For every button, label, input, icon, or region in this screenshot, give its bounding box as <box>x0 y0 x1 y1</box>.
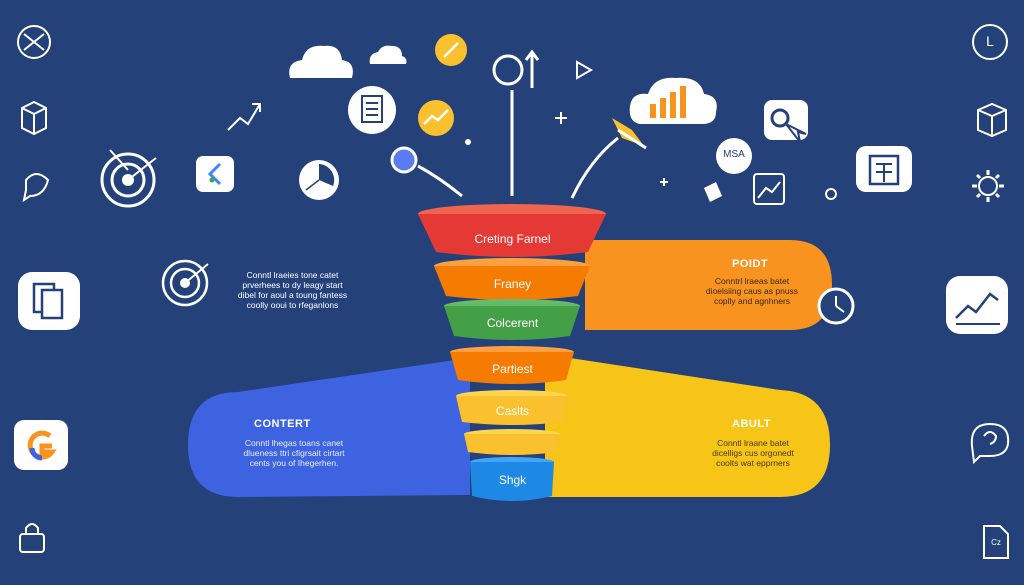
msa-badge: MSA <box>723 149 745 160</box>
clock-icon <box>972 24 1008 60</box>
content-panel-shape <box>188 360 470 497</box>
funnel-stage-7 <box>470 462 554 501</box>
funnel-label-2: Franey <box>493 277 532 291</box>
point-panel-text: Conntrl lraeas batet dioelsiing caus as … <box>705 276 799 306</box>
file-icon-label: Cz <box>991 538 1001 547</box>
documents-tile-icon <box>18 272 80 330</box>
point-panel-title: POIDT <box>732 258 769 270</box>
box-icon <box>977 102 1007 138</box>
help-bubble-icon <box>970 422 1010 465</box>
refresh-arrow-icon <box>492 49 540 88</box>
analytics-tile-icon <box>946 276 1008 334</box>
lock-icon <box>19 523 45 553</box>
cloud-small-icon <box>369 45 407 64</box>
pencil-icon <box>435 34 467 66</box>
content-panel-title: CONTERT <box>254 418 311 430</box>
app-tile-icon <box>196 156 234 192</box>
document-icon <box>348 86 396 134</box>
funnel-stage-5 <box>456 396 568 425</box>
calculator-icon <box>856 146 912 192</box>
funnel-stage-6 <box>464 434 560 455</box>
abult-panel-shape <box>545 358 830 497</box>
plus-icon-small <box>660 178 668 186</box>
tag-icon <box>704 182 722 202</box>
settings-gear-icon <box>972 170 1004 202</box>
spotlight-icon <box>612 118 647 150</box>
compass-icon <box>17 25 51 59</box>
funnel-label-3: Colcerent <box>486 316 539 330</box>
funnel-stage-4 <box>450 352 574 384</box>
target-icon <box>100 149 157 208</box>
chart-square-icon <box>753 173 785 205</box>
small-circle-icon <box>825 188 837 200</box>
growth-line-icon <box>227 103 261 131</box>
magnifier-icon <box>764 100 808 143</box>
msa-badge-circle <box>716 138 752 174</box>
clock-letter: L <box>986 33 994 49</box>
funnel-stage-2 <box>434 266 590 300</box>
funnel-label-7: Shgk <box>498 473 527 487</box>
funnel-stage-3 <box>444 306 580 340</box>
left-note: Conntl lraeies tone catet prverhees to d… <box>237 270 348 310</box>
trend-chart-icon <box>418 100 454 136</box>
target-small-icon <box>161 259 209 307</box>
funnel-label-4: Partiest <box>492 362 533 376</box>
plus-icon <box>555 112 567 124</box>
stopwatch-icon <box>817 287 855 325</box>
cloud-icon <box>289 45 353 78</box>
pie-chart-icon <box>299 160 339 200</box>
funnel-stage-1 <box>418 214 606 257</box>
point-panel-shape <box>585 240 832 330</box>
arrow-line-left <box>417 164 463 198</box>
funnel <box>418 204 606 501</box>
blue-dot-icon <box>390 146 418 174</box>
funnel-label-1: Creting Farnel <box>474 232 551 246</box>
small-dot-icon <box>465 139 471 145</box>
arrow-line-right <box>570 136 619 199</box>
file-icon <box>983 525 1009 559</box>
abult-panel-text: Conntl lraane batet dicelligs cus orgone… <box>712 438 794 468</box>
content-panel-text: Conntl lhegas toans canet dlueness ttri … <box>243 438 345 468</box>
funnel-label-5: Caslts <box>495 404 530 418</box>
play-icon <box>576 60 594 80</box>
cloud-bar-chart-icon <box>629 77 717 124</box>
google-tile-icon <box>14 420 68 470</box>
cube-icon <box>21 100 47 136</box>
abult-panel-title: ABULT <box>732 418 771 430</box>
chat-bubble-icon <box>22 173 50 203</box>
